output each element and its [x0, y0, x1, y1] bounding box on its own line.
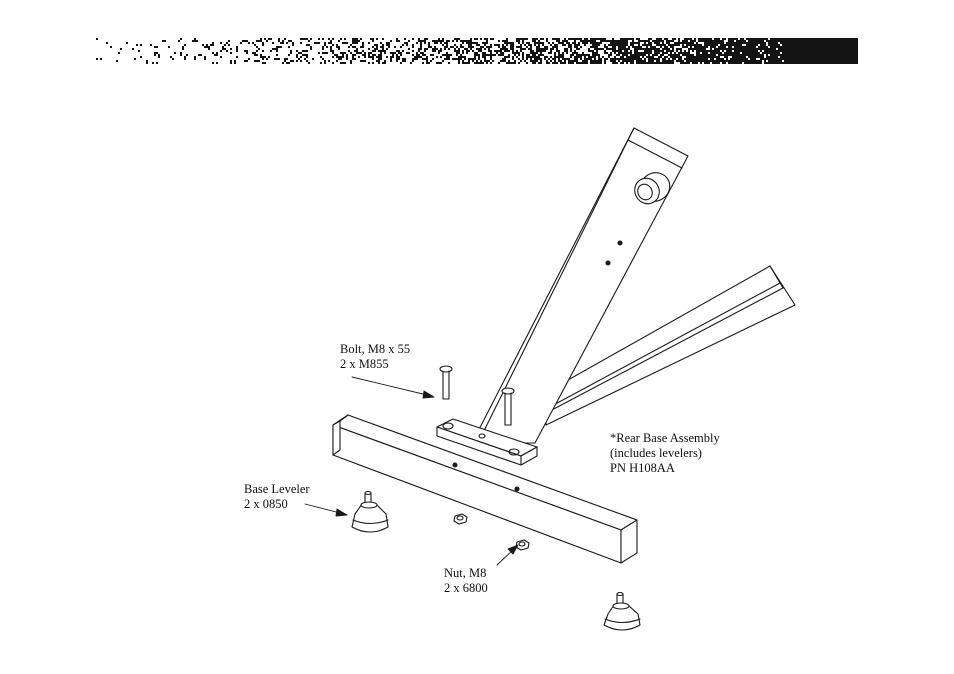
base-leveler-right	[603, 591, 641, 631]
callout-leveler-name: Base Leveler	[244, 482, 310, 496]
callout-rear-pn: PN H108AA	[610, 461, 675, 475]
bumper-knob	[634, 172, 671, 205]
callout-nut-qty: 2 x 6800	[444, 581, 488, 595]
leader-arrows	[304, 376, 519, 566]
callout-bolt-name: Bolt, M8 x 55	[340, 342, 411, 356]
callout-nut-name: Nut, M8	[444, 566, 487, 580]
callout-bolt-qty: 2 x M855	[340, 357, 389, 371]
dither-gradient-banner	[96, 38, 858, 64]
bolt-left	[439, 365, 453, 400]
callout-rear-base-assembly: *Rear Base Assembly(includes levelers)PN…	[610, 431, 720, 476]
mounting-plate	[436, 418, 538, 466]
base-leveler-left	[351, 490, 389, 533]
callout-rear-note: (includes levelers)	[610, 446, 702, 460]
nut-left	[453, 513, 468, 525]
base-tube	[332, 414, 638, 564]
callout-rear-name: *Rear Base Assembly	[610, 431, 720, 445]
callout-leveler-qty: 2 x 0850	[244, 497, 288, 511]
bolt-right	[501, 387, 515, 426]
